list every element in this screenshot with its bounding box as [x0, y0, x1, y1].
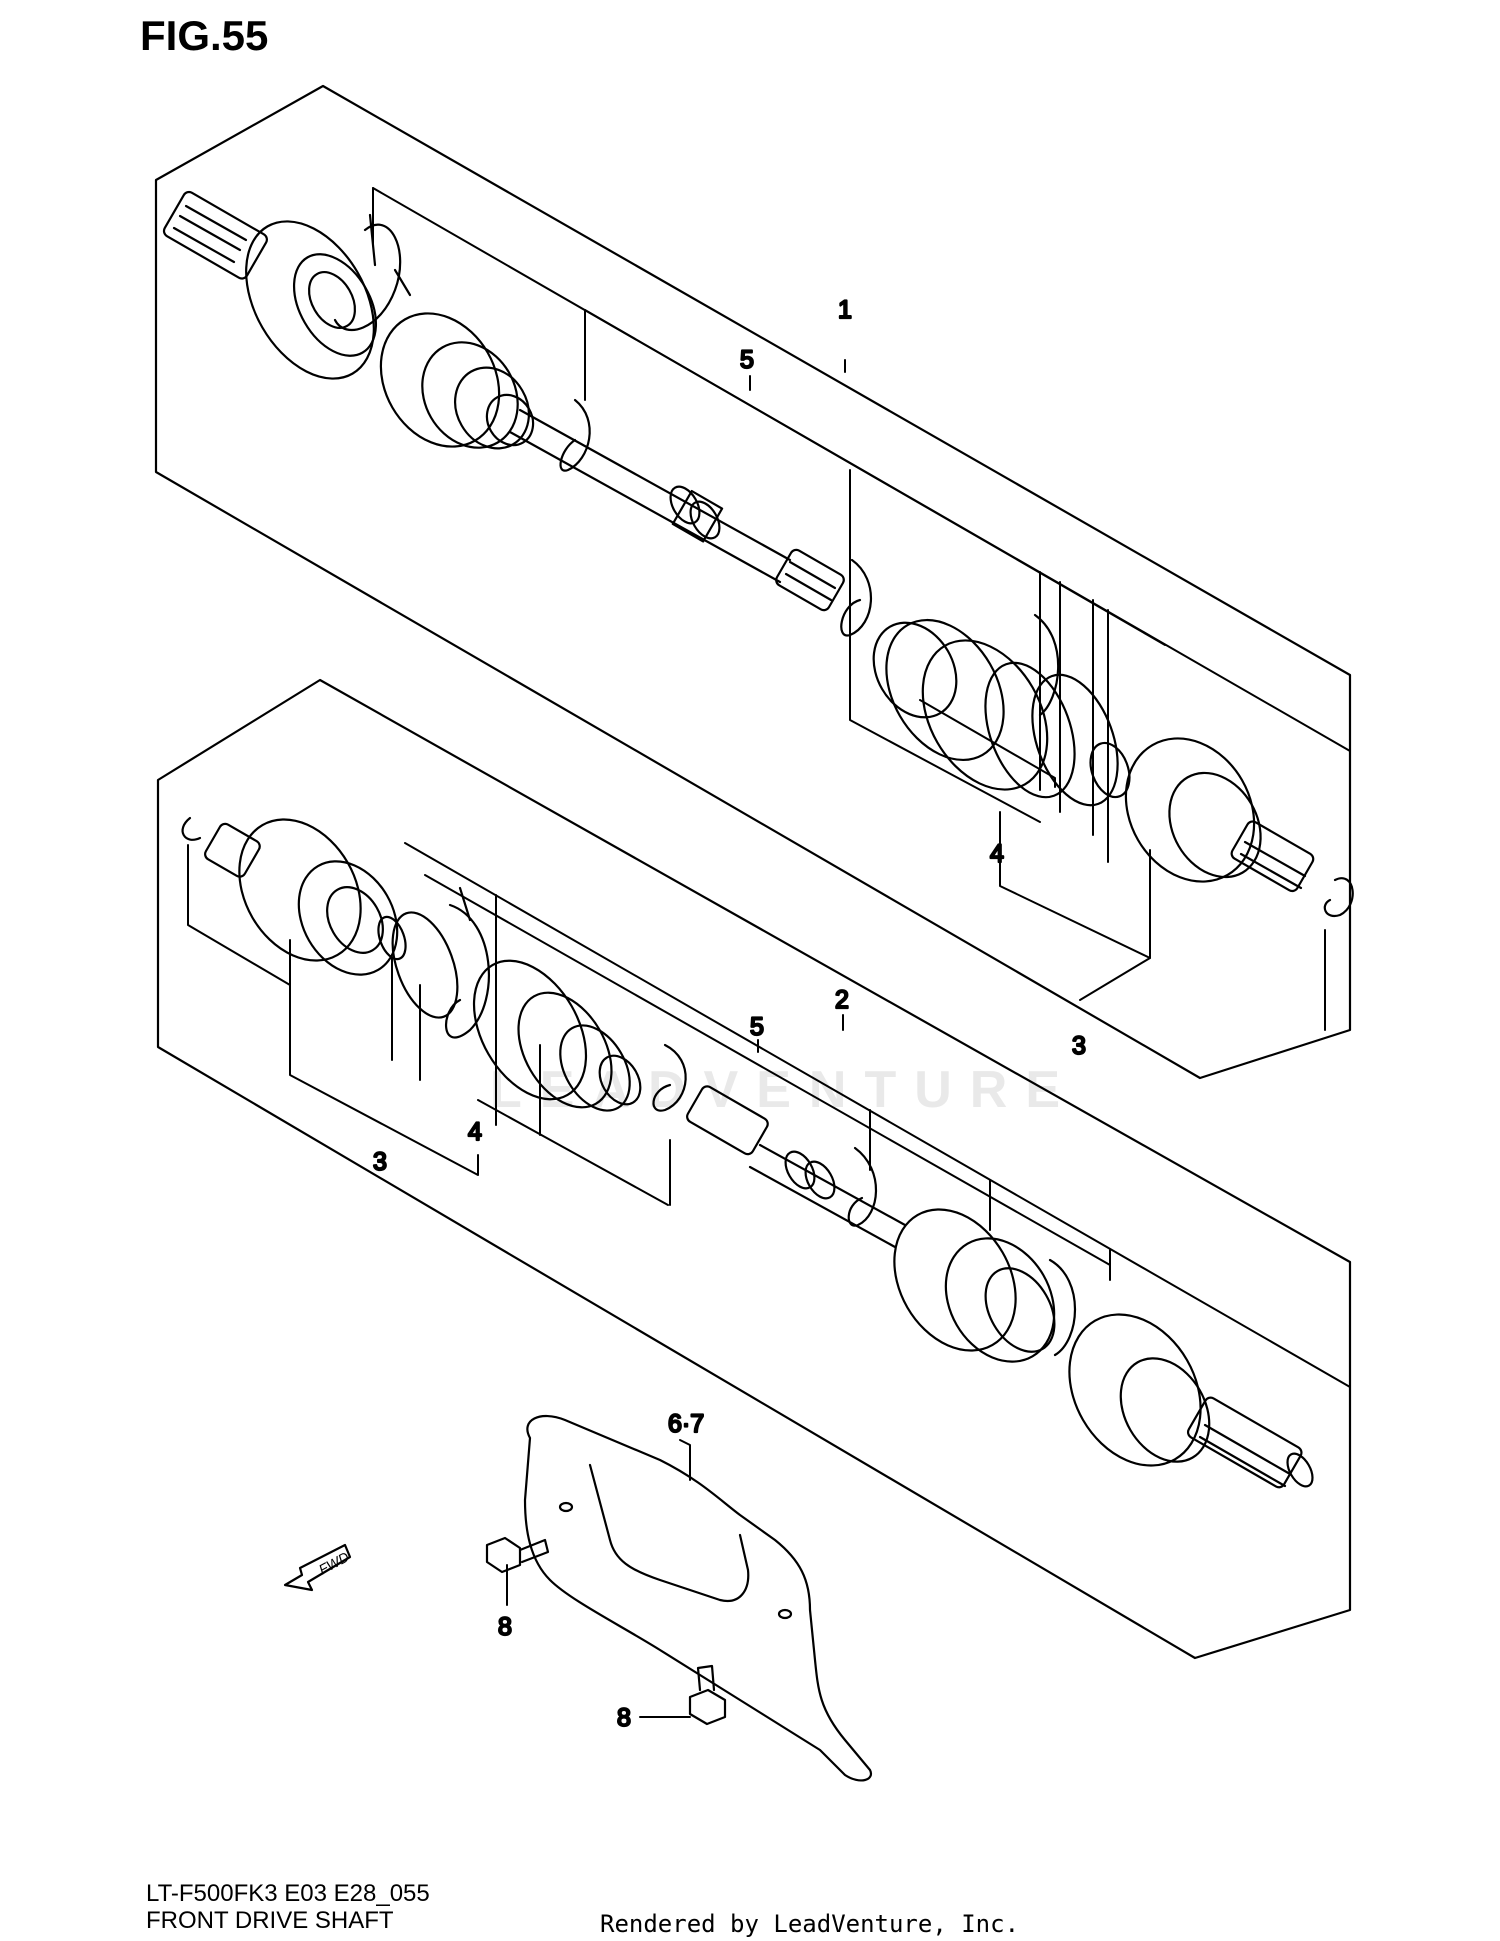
- figure-title: FIG.55: [140, 12, 269, 59]
- callout-4-lower: 4: [468, 1118, 482, 1146]
- callout-3-upper: 3: [1072, 1032, 1086, 1060]
- leader-lines: [187, 187, 1351, 1718]
- callout-6-7: 6·7: [668, 1410, 704, 1438]
- callout-8-right: 8: [617, 1704, 631, 1732]
- fwd-label: FWD: [316, 1549, 352, 1578]
- callout-1: 1: [838, 296, 852, 324]
- callout-2: 2: [835, 986, 849, 1014]
- upper-assembly-frame: [154, 84, 1352, 1660]
- callout-4-upper: 4: [990, 840, 1004, 868]
- lower-drive-shaft: [181, 816, 1314, 1489]
- callout-3-lower: 3: [373, 1148, 387, 1176]
- render-credit: Rendered by LeadVenture, Inc.: [600, 1910, 1020, 1938]
- flange-bolt-left: [485, 1536, 550, 1574]
- guard-plate: [523, 1415, 873, 1782]
- model-code: LT-F500FK3 E03 E28_055: [146, 1880, 430, 1907]
- callout-8-left: 8: [498, 1613, 512, 1641]
- diagram-name: FRONT DRIVE SHAFT: [146, 1907, 394, 1934]
- flange-bolt-right: [688, 1664, 727, 1726]
- callout-5-upper: 5: [740, 346, 754, 374]
- callout-5-lower: 5: [750, 1013, 764, 1041]
- upper-drive-shaft: [162, 190, 1354, 918]
- fwd-direction-arrow: FWD: [283, 1543, 352, 1592]
